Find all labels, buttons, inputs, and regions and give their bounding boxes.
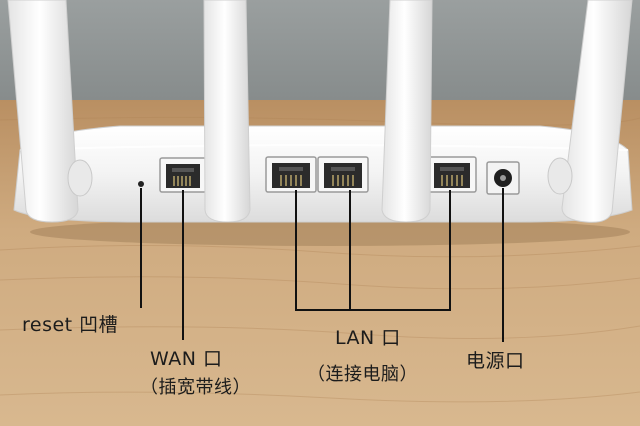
- antenna-1: [7, 0, 93, 223]
- power-jack: [486, 161, 520, 195]
- lan-port-3: [427, 156, 477, 193]
- wall: [0, 0, 640, 110]
- lan-note: （连接电脑）: [307, 364, 418, 385]
- rj45-port-icon: [166, 164, 200, 188]
- wan-note: （插宽带线）: [140, 377, 251, 398]
- antenna-2: [203, 0, 251, 223]
- lan-port-1: [265, 156, 317, 193]
- antenna-icon: [7, 0, 79, 223]
- router-shadow: [30, 218, 630, 246]
- lan-leader-bracket: [295, 190, 451, 311]
- wan-port: [159, 157, 207, 193]
- reset-pinhole-icon: [138, 181, 144, 187]
- lan-label: LAN 口: [335, 327, 401, 349]
- leader-lines: [140, 188, 504, 342]
- antenna-icon: [203, 0, 251, 223]
- antenna-4: [547, 0, 633, 223]
- antenna-icon: [381, 0, 433, 223]
- lan-port-2: [317, 156, 369, 193]
- antenna-icon: [561, 0, 633, 223]
- antenna-3: [381, 0, 433, 223]
- power-label: 电源口: [466, 350, 525, 372]
- reset-label: reset 凹槽: [22, 314, 119, 336]
- wan-label: WAN 口: [150, 348, 223, 370]
